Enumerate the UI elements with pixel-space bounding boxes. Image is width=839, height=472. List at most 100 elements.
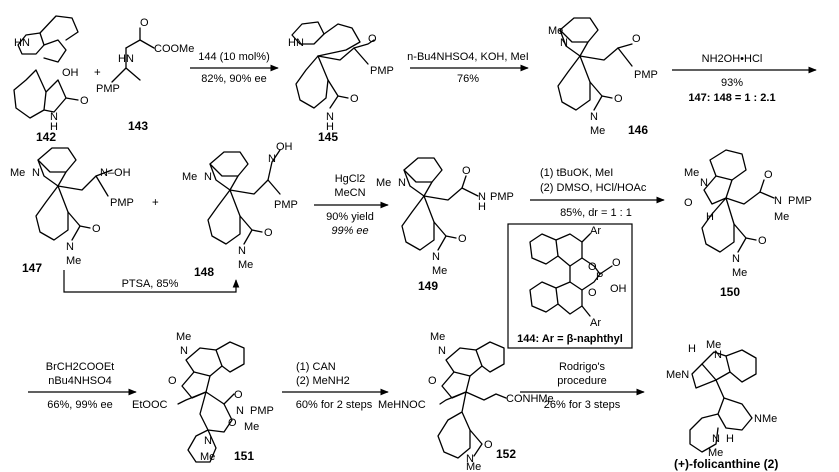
atom-pmp-150: PMP [788,195,812,207]
compound-152: Me N O MeHNOC CONHMe O N Me 152 [378,331,554,472]
cond-7-above1: BrCH2COOEt [46,361,114,373]
atom-o3-151: O [228,417,237,429]
atom-o2-146: O [614,93,623,105]
compound-147: Me N N–OH PMP O N Me 147 [10,147,134,275]
atom-hn: HN [14,37,30,49]
atom-n2-148: N [238,245,246,257]
cond-8-above1: (1) CAN [296,361,336,373]
cond-9-above1: Rodrigo's [559,361,606,373]
label-150: 150 [720,285,740,299]
atom-me2-152: Me [466,461,481,472]
atom-o-cat1: O [588,261,597,273]
atom-h-145: H [326,121,334,133]
cond-1-below: 82%, 90% ee [201,73,266,85]
atom-o-147: O [92,223,101,235]
atom-conhme-152: CONHMe [506,393,554,405]
atom-me-151: Me [176,331,191,343]
atom-n: N [50,111,58,123]
reaction-arrow-ptsa: PTSA, 85% [63,270,240,293]
atom-me-152: Me [430,331,445,343]
compound-151: Me N O EtOOC O N PMP Me O N Me 151 [132,331,274,463]
atom-pmp-145: PMP [370,65,394,77]
atom-me2-146: Me [590,125,605,137]
atom-me2-151: Me [200,451,215,463]
cond-1-above: 144 (10 mol%) [198,51,270,63]
atom-n-amide-151: N [236,405,244,417]
cond-2-below: 76% [457,73,479,85]
atom-o2-152: O [484,439,493,451]
atom-o-cat2: O [612,257,621,269]
atom-o: O [80,95,89,107]
atom-n-145: N [326,111,334,123]
compound-145: HN O PMP O N H 145 [288,21,394,144]
atom-me-149: Me [376,177,391,189]
cond-8-below: 60% for 2 steps [296,399,373,411]
cond-4-below2: 99% ee [331,225,368,237]
atom-me-fol2: Me [708,447,723,459]
atom-n2-147: N [66,241,74,253]
atom-hn-145: HN [288,37,304,49]
atom-h: H [50,121,58,133]
label-148: 148 [194,265,214,279]
atom-noh-147: N–OH [100,167,131,179]
reaction-arrow-2: n-Bu4NHSO4, KOH, MeI 76% [407,51,529,85]
atom-nme-fol: NMe [754,413,777,425]
atom-me2-150: Me [732,267,747,279]
atom-o-149: O [462,165,471,177]
atom-n-150: N [700,177,708,189]
atom-o-143: O [140,17,149,29]
atom-n2-149: N [432,251,440,263]
label-143: 143 [128,119,148,133]
atom-n-oxime-148: N [268,153,276,165]
atom-me-148: Me [182,171,197,183]
atom-n2-151: N [204,435,212,447]
atom-h-150: H [706,211,714,223]
reaction-arrow-3: NH2OH•HCl 93% 147: 148 = 1 : 2.1 [672,53,817,104]
compound-142: HN OH O N H 142 [13,15,89,144]
label-149: 149 [418,279,438,293]
atom-ar-2: Ar [590,317,601,329]
atom-pmp-147: PMP [110,197,134,209]
atom-o2-150: O [764,169,773,181]
cond-4-above1: HgCl2 [335,173,366,185]
reaction-arrow-7: BrCH2COOEt nBu4NHSO4 66%, 99% ee [28,361,137,411]
atom-n-amide-149: N [478,191,486,203]
cond-3-below1: 93% [721,77,743,89]
atom-n-147: N [32,167,40,179]
atom-o-148: O [264,227,273,239]
label-152: 152 [496,447,516,461]
atom-pmp-143: PMP [96,83,120,95]
atom-n-149: N [398,177,406,189]
atom-o2-149: O [458,233,467,245]
compound-143: O COOMe HN PMP 143 [96,17,194,133]
atom-oh-cat: OH [610,283,627,295]
atom-me-fol1: Me [706,339,721,351]
atom-n-fol1: N [714,349,722,361]
cond-5-above1: (1) tBuOK, MeI [540,167,613,179]
cond-ptsa: PTSA, 85% [122,278,179,290]
catalyst-144-box: Ar O P O OH O Ar 144: Ar = β-naphthyl [507,223,633,349]
atom-me-amide-150: Me [774,211,789,223]
atom-o2-151: O [234,389,243,401]
atom-n-148: N [204,171,212,183]
cond-4-below1: 90% yield [326,211,374,223]
atom-hn-143: HN [118,53,134,65]
cond-9-above2: procedure [557,375,607,387]
atom-o-145: O [368,33,377,45]
atom-me-150: Me [684,167,699,179]
atom-o-146: O [632,33,641,45]
atom-me2-147: Me [66,255,81,267]
atom-etooc-151: EtOOC [132,399,168,411]
atom-h-fol1: H [688,343,696,355]
atom-oh: OH [62,67,79,79]
atom-me-147: Me [10,167,25,179]
cond-4-above2: MeCN [334,187,365,199]
reaction-arrow-4: HgCl2 MeCN 90% yield 99% ee [314,173,389,237]
atom-pmp-151: PMP [250,405,274,417]
atom-me2-149: Me [432,265,447,277]
atom-n-fol2: N [712,433,720,445]
reaction-arrow-5: (1) tBuOK, MeI (2) DMSO, HCl/HOAc 85%, d… [530,167,665,219]
label-147: 147 [22,261,42,275]
atom-o3-150: O [758,235,767,247]
cond-5-above2: (2) DMSO, HCl/HOAc [540,182,647,194]
